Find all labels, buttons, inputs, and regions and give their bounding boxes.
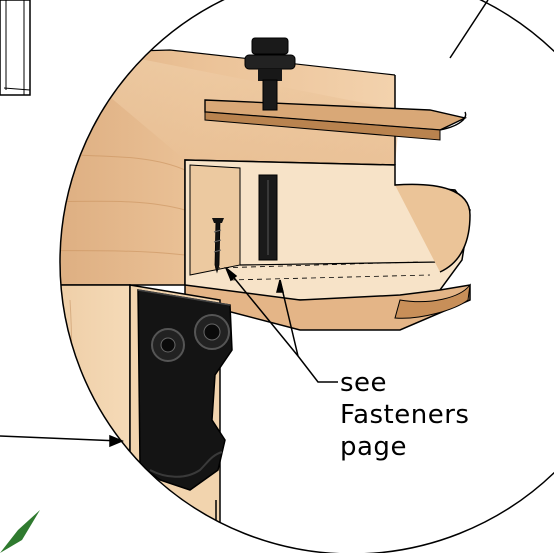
magnified-detail bbox=[60, 37, 471, 553]
leader-lines bbox=[109, 267, 338, 448]
channel bbox=[184, 159, 471, 331]
magnifier-circle bbox=[59, 0, 554, 553]
callout-line-2: Fasteners bbox=[340, 400, 470, 430]
bracket bbox=[137, 289, 233, 491]
background-elements bbox=[0, 0, 489, 553]
callout-line-1: see bbox=[340, 368, 388, 398]
hex-bolt bbox=[244, 37, 296, 261]
wood-screws bbox=[212, 218, 224, 274]
fasteners-callout: see Fasteners page bbox=[340, 367, 469, 463]
callout-line-3: page bbox=[340, 432, 407, 462]
